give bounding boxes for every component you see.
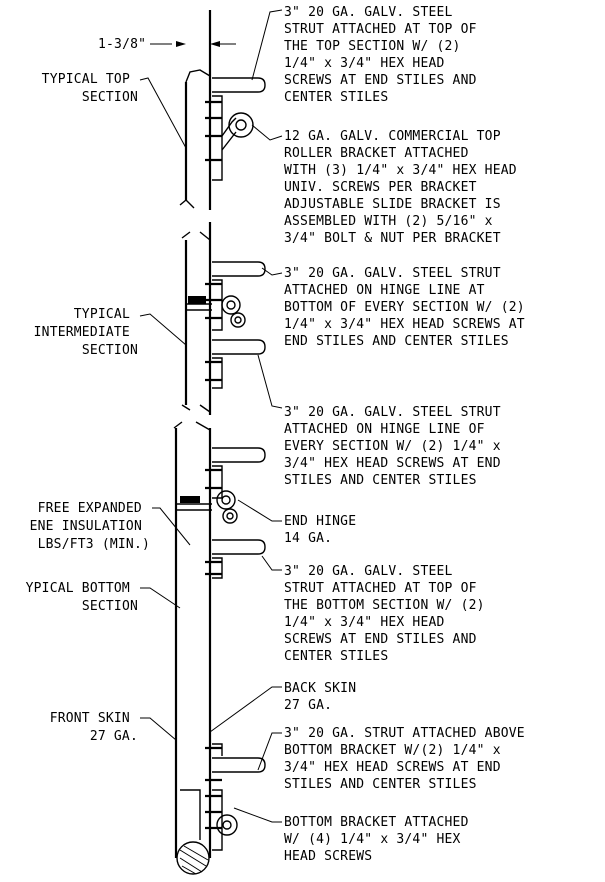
label-front-skin-line-1: FRONT SKIN (50, 711, 130, 726)
note-bottom-section-strut: 3" 20 GA. GALV. STEEL STRUT ATTACHED AT … (284, 564, 493, 664)
note-bottom-bracket: BOTTOM BRACKET ATTACHED W/ (4) 1/4" x 3/… (284, 815, 477, 864)
note-above-bottom-line-2: BOTTOM BRACKET W/(2) 1/4" x (284, 743, 501, 758)
note-top-strut-line-6: CENTER STILES (284, 90, 388, 105)
note-back-skin-line-2: 27 GA. (284, 698, 332, 713)
label-bottom-section-line-2: SECTION (82, 599, 138, 614)
note-bottom-bracket-line-2: W/ (4) 1/4" x 3/4" HEX (284, 832, 461, 847)
note-hinge-line-5: STILES AND CENTER STILES (284, 473, 477, 488)
note-roller-line-5: ADJUSTABLE SLIDE BRACKET IS (284, 197, 501, 212)
note-end-hinge: END HINGE 14 GA. (284, 514, 364, 546)
note-hinge-line-2: ATTACHED ON HINGE LINE OF (284, 422, 485, 437)
label-bottom-section: YPICAL BOTTOM SECTION (26, 581, 138, 614)
note-hinge-bottom-line-1: 3" 20 GA. GALV. STEEL STRUT (284, 266, 501, 281)
label-front-skin: FRONT SKIN 27 GA. (50, 711, 138, 744)
note-bottom-bracket-line-1: BOTTOM BRACKET ATTACHED (284, 815, 469, 830)
top-section-drawing (179, 10, 266, 210)
note-bottom-strut-line-5: SCREWS AT END STILES AND (284, 632, 477, 647)
note-above-bottom-line-4: STILES AND CENTER STILES (284, 777, 477, 792)
note-back-skin: BACK SKIN 27 GA. (284, 681, 364, 713)
label-intermediate-section: TYPICAL INTERMEDIATE SECTION (34, 307, 138, 358)
label-top-section: TYPICAL TOP SECTION (42, 72, 138, 105)
label-insulation-line-3: LBS/FT3 (MIN.) (38, 537, 150, 552)
note-roller-line-1: 12 GA. GALV. COMMERCIAL TOP (284, 129, 501, 144)
note-top-strut-line-4: 1/4" x 3/4" HEX HEAD (284, 56, 445, 71)
note-top-strut-line-1: 3" 20 GA. GALV. STEEL (284, 5, 453, 20)
note-top-strut-line-3: THE TOP SECTION W/ (2) (284, 39, 461, 54)
label-insulation-line-1: FREE EXPANDED (38, 501, 142, 516)
label-intermediate-line-2: INTERMEDIATE (34, 325, 130, 340)
note-above-bottom-strut: 3" 20 GA. STRUT ATTACHED ABOVE BOTTOM BR… (284, 726, 533, 792)
label-bottom-section-line-1: YPICAL BOTTOM (26, 581, 130, 596)
note-bottom-strut-line-2: STRUT ATTACHED AT TOP OF (284, 581, 477, 596)
dimension-label: 1-3/8" (98, 37, 146, 52)
note-roller-line-4: UNIV. SCREWS PER BRACKET (284, 180, 477, 195)
label-insulation: FREE EXPANDED ENE INSULATION LBS/FT3 (MI… (30, 501, 150, 552)
label-insulation-line-2: ENE INSULATION (30, 519, 142, 534)
note-roller-line-3: WITH (3) 1/4" x 3/4" HEX HEAD (284, 163, 517, 178)
note-roller-line-6: ASSEMBLED WITH (2) 5/16" x (284, 214, 493, 229)
label-top-section-line-2: SECTION (82, 90, 138, 105)
note-hinge-bottom-line-2: ATTACHED ON HINGE LINE AT (284, 283, 485, 298)
label-intermediate-line-3: SECTION (82, 343, 138, 358)
label-front-skin-line-2: 27 GA. (90, 729, 138, 744)
label-intermediate-line-1: TYPICAL (74, 307, 130, 322)
dimension-annotation (150, 41, 236, 47)
note-end-hinge-line-1: END HINGE (284, 514, 356, 529)
note-hinge-bottom-line-3: BOTTOM OF EVERY SECTION W/ (2) (284, 300, 525, 315)
bottom-section-drawing (173, 421, 266, 875)
note-hinge-line-1: 3" 20 GA. GALV. STEEL STRUT (284, 405, 501, 420)
note-above-bottom-line-1: 3" 20 GA. STRUT ATTACHED ABOVE (284, 726, 525, 741)
note-bottom-strut-line-6: CENTER STILES (284, 649, 388, 664)
leader-lines (139, 9, 283, 823)
note-hinge-bottom-line-5: END STILES AND CENTER STILES (284, 334, 509, 349)
note-back-skin-line-1: BACK SKIN (284, 681, 356, 696)
note-roller-line-2: ROLLER BRACKET ATTACHED (284, 146, 469, 161)
note-end-hinge-line-2: 14 GA. (284, 531, 332, 546)
note-top-roller-bracket: 12 GA. GALV. COMMERCIAL TOP ROLLER BRACK… (284, 129, 525, 246)
note-hinge-line-4: 3/4" HEX HEAD SCREWS AT END (284, 456, 501, 471)
note-top-strut: 3" 20 GA. GALV. STEEL STRUT ATTACHED AT … (284, 5, 485, 105)
note-hinge-line-strut: 3" 20 GA. GALV. STEEL STRUT ATTACHED ON … (284, 405, 509, 488)
note-hinge-bottom-line-4: 1/4" x 3/4" HEX HEAD SCREWS AT (284, 317, 525, 332)
note-top-strut-line-2: STRUT ATTACHED AT TOP OF (284, 22, 477, 37)
note-bottom-strut-line-4: 1/4" x 3/4" HEX HEAD (284, 615, 445, 630)
note-bottom-bracket-line-3: HEAD SCREWS (284, 849, 372, 864)
note-bottom-strut-line-3: THE BOTTOM SECTION W/ (2) (284, 598, 485, 613)
intermediate-section-drawing (181, 222, 266, 415)
note-bottom-strut-line-1: 3" 20 GA. GALV. STEEL (284, 564, 453, 579)
note-top-strut-line-5: SCREWS AT END STILES AND (284, 73, 477, 88)
note-hinge-bottom-strut: 3" 20 GA. GALV. STEEL STRUT ATTACHED ON … (284, 266, 533, 349)
label-top-section-line-1: TYPICAL TOP (42, 72, 130, 87)
note-hinge-line-3: EVERY SECTION W/ (2) 1/4" x (284, 439, 501, 454)
note-roller-line-7: 3/4" BOLT & NUT PER BRACKET (284, 231, 501, 246)
note-above-bottom-line-3: 3/4" HEX HEAD SCREWS AT END (284, 760, 501, 775)
